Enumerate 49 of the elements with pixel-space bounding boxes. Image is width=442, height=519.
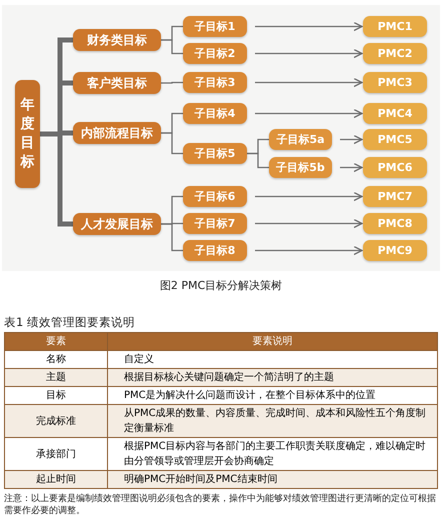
connector-line	[161, 223, 183, 252]
result-box: PMC7	[363, 186, 427, 207]
connector-line	[247, 152, 269, 168]
goal-box: 人才发展目标	[73, 213, 161, 235]
goal-box: 子目标5a	[269, 129, 332, 150]
result-box: PMC2	[363, 43, 427, 64]
table-cell: 从PMC成果的数量、内容质量、完成时间、成本和风险性五个角度制定衡量标准	[108, 404, 438, 438]
goal-box: 子目标6	[183, 186, 247, 207]
arrow	[254, 192, 363, 202]
goal-box: 子目标3	[183, 72, 247, 93]
arrow	[254, 218, 363, 228]
table-cell: 明确PMC开始时间及PMC结束时间	[108, 470, 438, 488]
goal-box: 子目标7	[183, 213, 247, 234]
arrow	[254, 48, 363, 58]
root-box: 年度目标	[15, 80, 40, 188]
table-cell: 根据目标核心关键问题确定一个简洁明了的主题	[108, 368, 438, 386]
result-box: PMC6	[363, 157, 427, 178]
table-cell: 起止时间	[4, 470, 108, 488]
arrow	[339, 134, 363, 144]
header-cell: 要素说明	[108, 332, 438, 350]
result-box: PMC5	[363, 129, 427, 150]
figure-caption: 图2 PMC目标分解决策树	[160, 279, 282, 292]
connector-line	[161, 39, 183, 54]
result-box: PMC3	[363, 72, 427, 93]
goal-box: 子目标8	[183, 240, 247, 261]
arrow	[254, 78, 363, 88]
result-box: PMC8	[363, 213, 427, 234]
goal-box: 子目标4	[183, 103, 247, 124]
goal-box: 子目标5	[183, 143, 247, 164]
table-cell: 完成标准	[4, 404, 108, 438]
result-box: PMC1	[363, 16, 427, 37]
connector-line	[161, 132, 183, 154]
table-cell: 主题	[4, 368, 108, 386]
arrow	[254, 108, 363, 118]
goal-box: 子目标5b	[269, 157, 332, 178]
note-text: 注意：以上要素是编制绩效管理图说明必须包含的要素，操作中为能够对绩效管理图进行更清晰的定位可根据需要作必要的调整。	[4, 493, 438, 517]
arrow	[339, 162, 363, 172]
goal-box: 财务类目标	[73, 29, 161, 51]
goal-box: 子目标1	[183, 16, 247, 37]
arrow	[254, 246, 363, 256]
header-cell: 要素	[4, 332, 108, 350]
result-box: PMC4	[363, 103, 427, 124]
connector-line	[161, 82, 183, 84]
goal-box: 客户类目标	[73, 72, 161, 94]
table-title: 表1 绩效管理图要素说明	[4, 315, 135, 330]
goal-box: 内部流程目标	[73, 122, 161, 144]
result-box: PMC9	[363, 240, 427, 261]
goal-box: 子目标2	[183, 43, 247, 64]
arrow	[254, 22, 363, 32]
